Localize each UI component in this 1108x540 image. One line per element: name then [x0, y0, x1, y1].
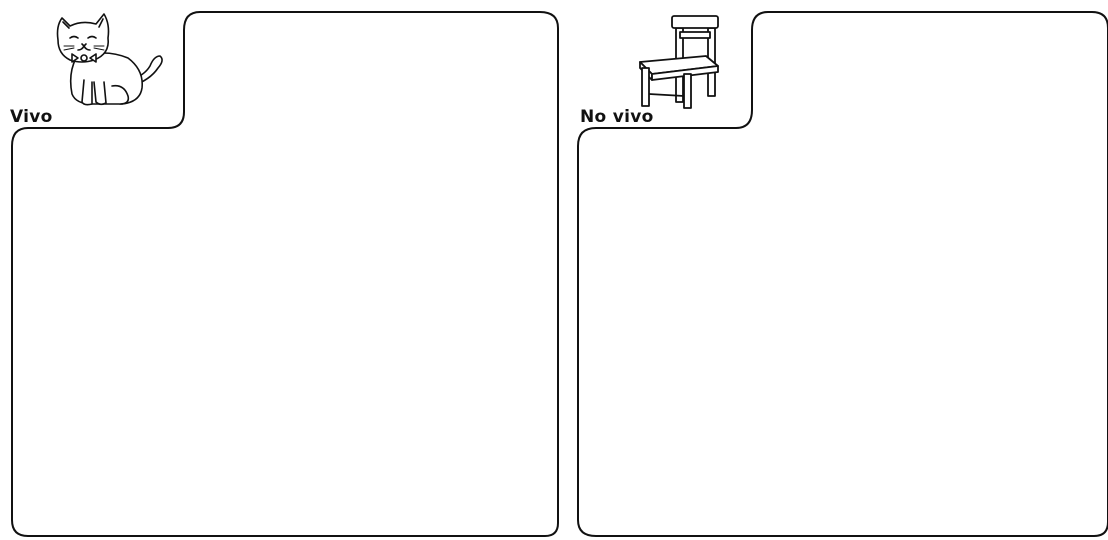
- panel-label-live: Vivo: [10, 109, 53, 126]
- nonliving-things-area[interactable]: [581, 140, 1103, 536]
- chair-icon: [640, 16, 718, 108]
- live-things-area[interactable]: [12, 140, 554, 536]
- kitten-icon: [58, 14, 163, 105]
- panel-label-nonlive: No vivo: [580, 109, 654, 126]
